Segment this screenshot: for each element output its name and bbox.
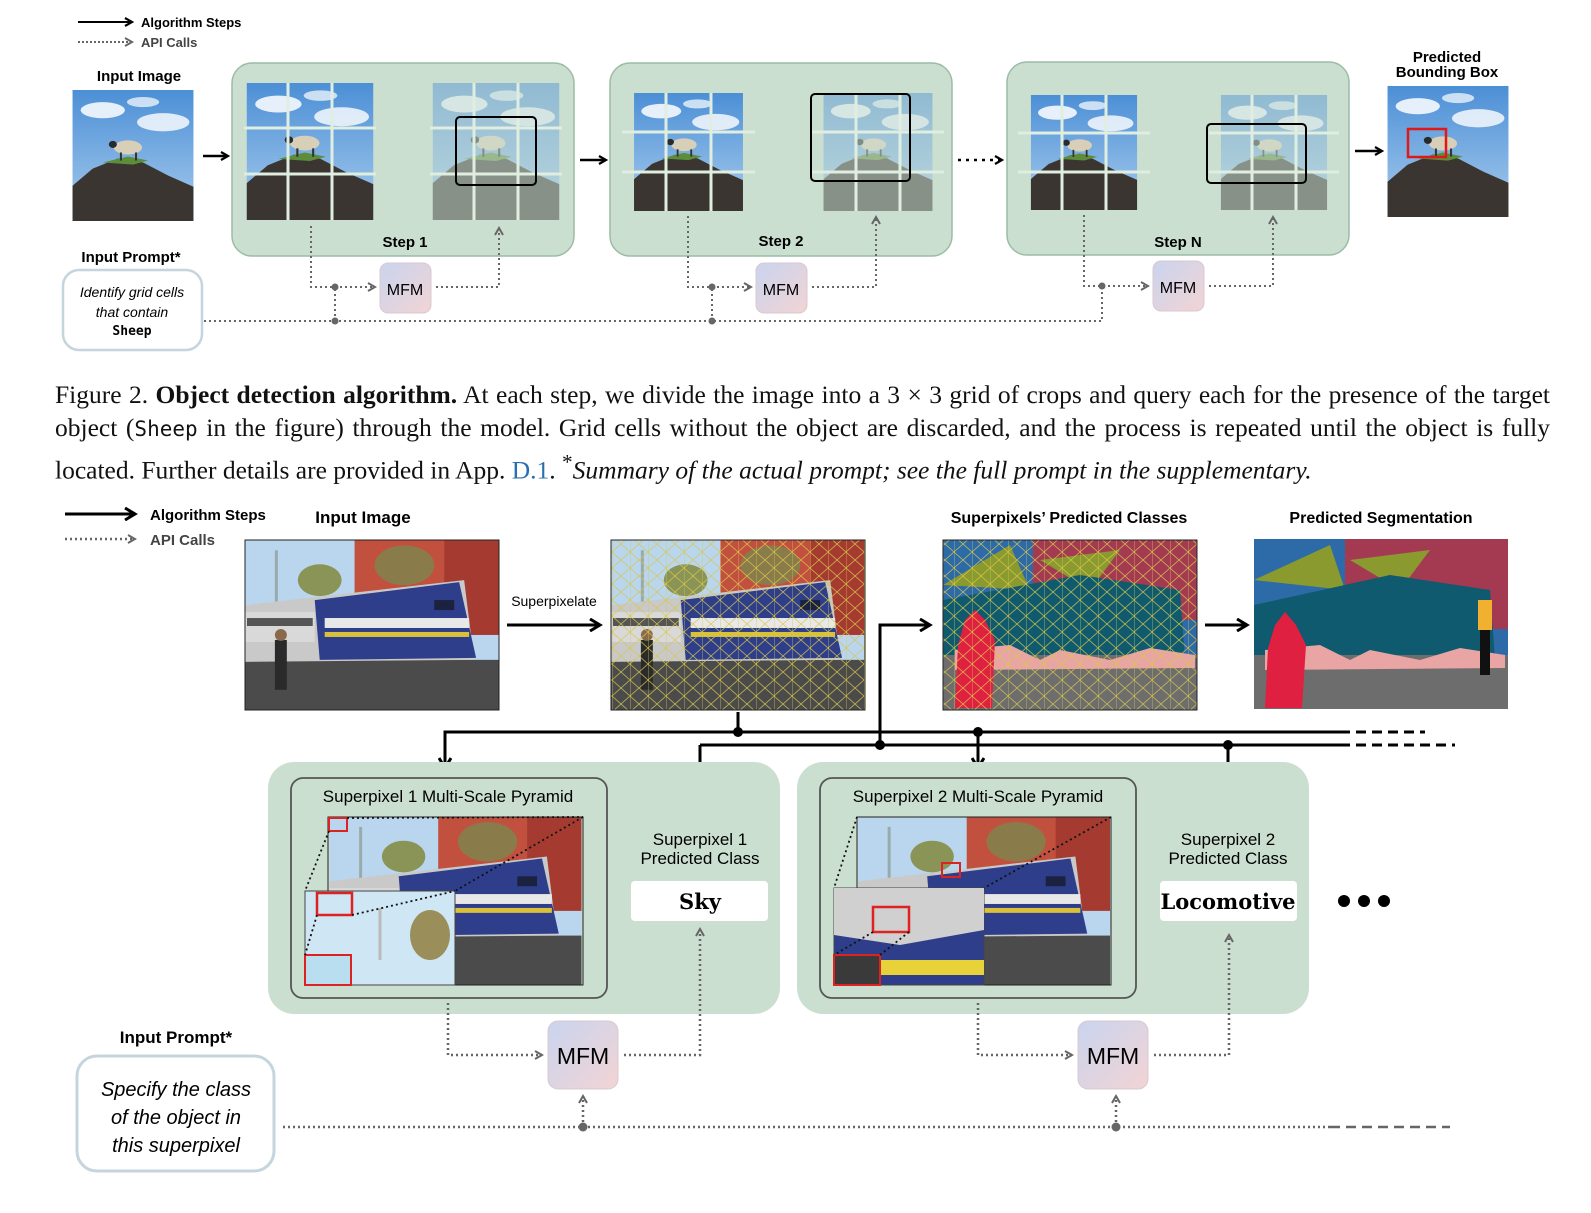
sp-classes-label: Superpixels’ Predicted Classes xyxy=(951,510,1188,527)
bottom-prompt-title: Input Prompt* xyxy=(120,1028,233,1047)
caption-text-2: in the figure) through the model. Grid c… xyxy=(55,413,1550,485)
figure-caption: Figure 2. Object detection algorithm. At… xyxy=(55,378,1550,487)
mfm-label: MFM xyxy=(1087,1043,1139,1069)
pc2-line1: Superpixel 2 xyxy=(1181,830,1276,849)
more-panels-ellipsis xyxy=(1338,895,1390,907)
bottom-legend: Algorithm Steps API Calls xyxy=(65,507,266,549)
top-input-image-label: Input Image xyxy=(97,68,181,85)
bottom-input-image-label: Input Image xyxy=(315,508,410,527)
bottom-prompt-line-2: of the object in xyxy=(111,1107,241,1129)
step-panel-1: Step 1 xyxy=(231,62,575,257)
output-label-line1: Predicted xyxy=(1413,49,1481,66)
superpixel-1-panel: Superpixel 1 Multi-Scale Pyramid Superpi… xyxy=(268,762,780,1014)
bottom-prompt-line-3: this superpixel xyxy=(112,1135,240,1157)
caption-title: Object detection algorithm. xyxy=(155,380,458,409)
top-api-lines xyxy=(204,215,1273,322)
sp-classes-image xyxy=(942,539,1198,711)
caption-appendix-link[interactable]: D.1 xyxy=(511,455,550,485)
top-prompt-title: Input Prompt* xyxy=(81,249,180,266)
caption-star: * xyxy=(562,450,573,474)
output-label-line2: Bounding Box xyxy=(1396,64,1499,81)
legend-steps-label: Algorithm Steps xyxy=(141,15,241,30)
class-2-label: Locomotive xyxy=(1160,889,1295,914)
step-2-label: Step 2 xyxy=(758,233,803,250)
pred-seg-label: Predicted Segmentation xyxy=(1289,510,1472,527)
pc1-line2: Predicted Class xyxy=(640,849,759,868)
mfm-label: MFM xyxy=(763,282,799,299)
step-panel-2: Step 2 xyxy=(609,62,953,257)
top-prompt-line-1: Identify grid cells xyxy=(80,284,184,300)
caption-text-1: At each step, we divide the image into a… xyxy=(55,380,1550,442)
class-2-box xyxy=(1160,881,1297,921)
top-mfm-n: MFM xyxy=(1152,260,1205,312)
mfm-label: MFM xyxy=(387,282,423,299)
top-prompt-target: Sheep xyxy=(112,324,151,339)
legend-api-label: API Calls xyxy=(150,532,215,549)
pyramid-2-title: Superpixel 2 Multi-Scale Pyramid xyxy=(853,787,1103,806)
superpixelate-label: Superpixelate xyxy=(511,593,597,609)
bottom-prompt-box xyxy=(75,1054,276,1173)
top-legend: Algorithm Steps API Calls xyxy=(78,15,241,50)
top-mfm-2: MFM xyxy=(755,262,808,314)
mfm-label: MFM xyxy=(1160,280,1196,297)
top-prompt-box xyxy=(61,268,204,352)
step-n-label: Step N xyxy=(1154,234,1202,251)
class-1-box xyxy=(631,881,768,921)
caption-note: Summary of the actual prompt; see the fu… xyxy=(572,455,1312,485)
predicted-segmentation-image xyxy=(1254,539,1508,709)
top-junction-dots xyxy=(331,282,1106,325)
pyramid-1-title: Superpixel 1 Multi-Scale Pyramid xyxy=(323,787,573,806)
top-input-image xyxy=(72,90,194,221)
mfm-label: MFM xyxy=(557,1043,609,1069)
pc2-line2: Predicted Class xyxy=(1168,849,1287,868)
bottom-api-dots xyxy=(578,1122,1121,1132)
bottom-input-image xyxy=(245,540,499,710)
superpixelated-image xyxy=(610,539,866,711)
bottom-mfm-2: MFM xyxy=(1077,1020,1149,1090)
step-1-label: Step 1 xyxy=(382,234,427,251)
pc1-line1: Superpixel 1 xyxy=(653,830,748,849)
bottom-bus-dots xyxy=(733,727,1233,750)
caption-text-3: . xyxy=(549,455,563,485)
caption-fig-number: Figure 2. xyxy=(55,380,149,409)
bottom-api-lines xyxy=(283,929,1330,1129)
superpixel-2-panel: Superpixel 2 Multi-Scale Pyramid Superpi… xyxy=(797,762,1309,1014)
legend-api-label: API Calls xyxy=(141,35,197,50)
step-panel-n: Step N xyxy=(1006,61,1350,256)
caption-target: Sheep xyxy=(134,417,198,441)
output-image xyxy=(1387,86,1509,217)
top-prompt-line-2: that contain xyxy=(96,304,169,320)
predicted-bounding-box xyxy=(1406,127,1448,159)
legend-steps-label: Algorithm Steps xyxy=(150,507,266,524)
bottom-mfm-1: MFM xyxy=(547,1020,619,1090)
arrow-to-sp-classes xyxy=(878,625,930,745)
top-mfm-1: MFM xyxy=(379,262,432,314)
bottom-prompt-line-1: Specify the class xyxy=(101,1079,251,1101)
class-1-label: Sky xyxy=(679,889,722,914)
